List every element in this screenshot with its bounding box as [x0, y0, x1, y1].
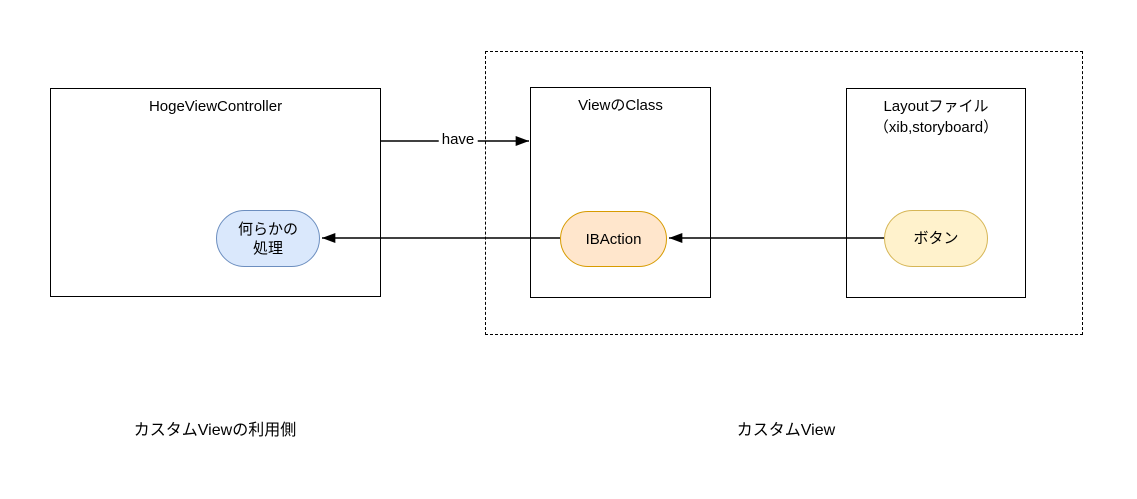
node-button: ボタン: [884, 210, 988, 267]
node-hoge-view-controller: HogeViewController: [50, 88, 381, 297]
edge-label-have: have: [438, 131, 478, 149]
node-layout-file-title: Layoutファイル （xib,storyboard）: [873, 98, 999, 136]
node-view-class-title: ViewのClass: [578, 97, 663, 114]
custom-view-group-boundary: [485, 51, 1083, 335]
caption-custom-view: カスタムView: [736, 422, 836, 439]
node-hoge-view-controller-title: HogeViewController: [148, 98, 283, 115]
caption-custom-view-consumer: カスタムViewの利用側: [133, 422, 297, 439]
node-ibaction: IBAction: [560, 211, 667, 267]
node-processing: 何らかの 処理: [216, 210, 320, 267]
